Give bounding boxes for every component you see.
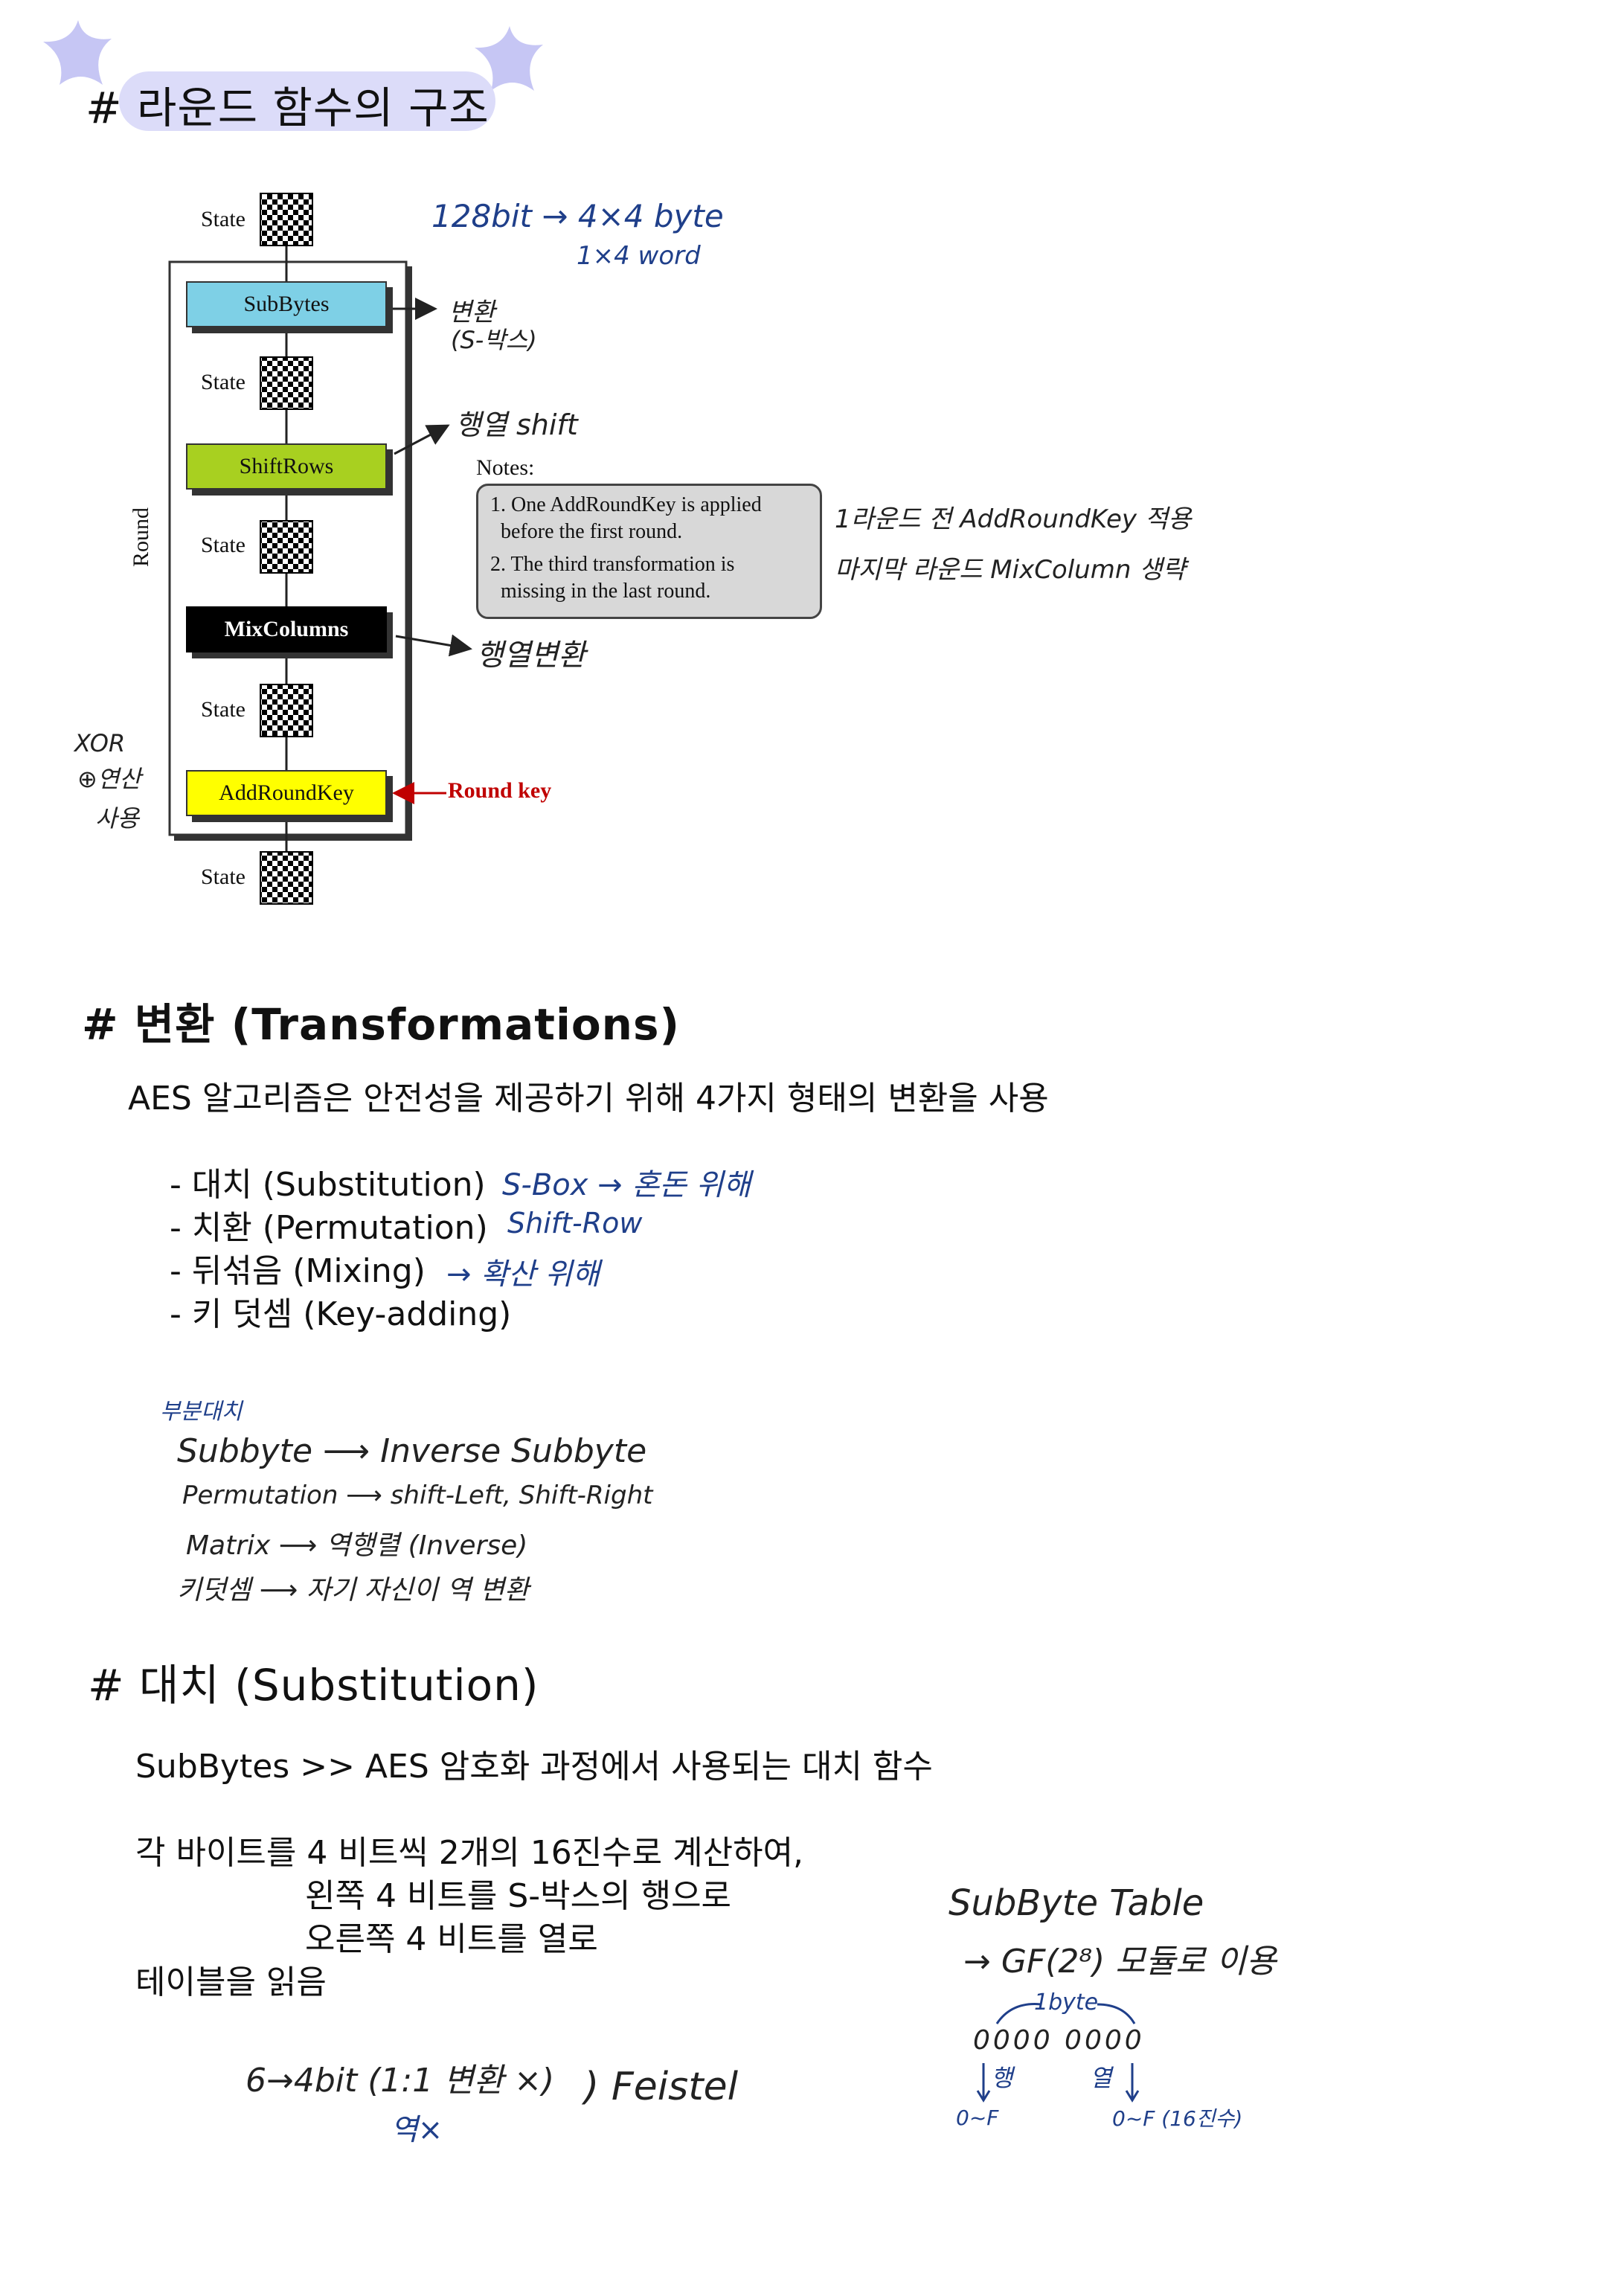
state-label: State [201,370,245,394]
byte-arrows [976,2063,1140,2103]
transformation-item: - 대치 (Substitution) [170,1166,486,1204]
annotation-xor-3: 사용 [95,804,139,833]
hw-line-subbyte: Subbyte ⟶ Inverse Subbyte [177,1432,647,1470]
item-note-sbox: S-Box → 혼돈 위해 [502,1168,751,1202]
note-2-line-1: 2. The third transformation is [490,553,735,576]
annotation-mixcolumns: 행열변환 [476,638,586,673]
op-addroundkey: AddRoundKey [186,770,387,816]
aes-round-diagram [168,193,472,905]
note-2-line-2: missing in the last round. [501,580,711,603]
hw-row: 행 [991,2064,1013,2092]
hw-line-permutation: Permutation ⟶ shift-Left, Shift-Right [182,1481,653,1510]
hw-partial-substitution: 부분대치 [160,1399,243,1425]
state-label: State [201,533,245,557]
substitution-line-2: 각 바이트를 4 비트씩 2개의 16진수로 계산하여, [135,1834,804,1872]
state-label: State [201,207,245,231]
annotation-word: 1×4 word [577,241,701,271]
annotation-subbytes-2: (S-박스) [451,326,537,354]
hw-range-col: 0~F (16진수) [1112,2106,1243,2131]
hw-line-matrix: Matrix ⟶ 역행렬 (Inverse) [186,1530,528,1561]
annotation-xor-1: XOR [74,729,126,757]
state-block [260,520,313,574]
state-block [260,356,313,410]
annotation-xor-2: ⊕연산 [77,765,141,793]
hw-bits: 0000 0000 [973,2025,1145,2056]
star-icon [475,26,543,91]
note-1-line-1: 1. One AddRoundKey is applied [490,493,762,516]
transformation-item: - 키 덧셈 (Key-adding) [170,1295,512,1333]
notes-box: 1. One AddRoundKey is applied before the… [476,484,822,619]
hw-gf-modulo: → GF(2⁸) 모듈로 이용 [963,1943,1277,1981]
op-subbytes: SubBytes [186,281,387,327]
state-label: State [201,697,245,722]
annotation-notes-1: 1라운드 전 AddRoundKey 적용 [835,504,1192,534]
hw-range-row: 0~F [956,2106,999,2130]
hw-subbyte-table: SubByte Table [949,1882,1204,1924]
round-label: Round [129,507,154,568]
transformations-intro: AES 알고리즘은 안전성을 제공하기 위해 4가지 형태의 변환을 사용 [128,1080,1049,1117]
op-shiftrows: ShiftRows [186,443,387,490]
state-label: State [201,865,245,889]
op-mixcolumns: MixColumns [186,606,387,652]
substitution-line-1: SubBytes >> AES 암호화 과정에서 사용되는 대치 함수 [135,1748,933,1786]
section-title-substitution: # 대치 (Substitution) [88,1660,539,1710]
transformation-item: - 치환 (Permutation) [170,1209,488,1247]
substitution-line-4: 오른쪽 4 비트를 열로 [305,1920,598,1958]
title-highlight [119,71,495,131]
item-note-diffusion: → 확산 위해 [446,1257,600,1292]
state-block [260,193,313,246]
state-block [260,684,313,737]
note-1-line-2: before the first round. [501,520,683,543]
hw-line-keyadd: 키덧셈 ⟶ 자기 자신이 역 변환 [177,1575,530,1606]
annotation-notes-2: 마지막 라운드 MixColumn 생략 [835,555,1186,585]
substitution-line-3: 왼쪽 4 비트를 S-박스의 행으로 [305,1877,732,1915]
annotation-subbytes-1: 변환 [449,298,495,327]
notes-title: Notes: [476,455,535,480]
item-note-shiftrow: Shift-Row [507,1207,643,1240]
hw-col: 열 [1090,2064,1112,2092]
annotation-shiftrows: 행열 shift [455,408,578,441]
byte-brace [995,2003,1136,2024]
hw-feistel-3: ) Feistel [584,2065,739,2109]
section-title-transformations: # 변환 (Transformations) [82,999,680,1050]
hw-feistel-1: 6→4bit (1:1 변환 ×) [245,2062,555,2100]
hw-feistel-2: 역× [391,2113,443,2147]
transformation-item: - 뒤섞음 (Mixing) [170,1252,426,1290]
substitution-line-5: 테이블을 읽음 [135,1963,327,2001]
star-icon [43,20,112,85]
round-key-label: Round key [448,778,552,803]
section-title-round-function: # 라운드 함수의 구조 [86,83,490,133]
annotation-bits: 128bit → 4×4 byte [431,198,724,234]
state-block [260,851,313,905]
hw-byte-label: 1byte [1034,1989,1099,2016]
